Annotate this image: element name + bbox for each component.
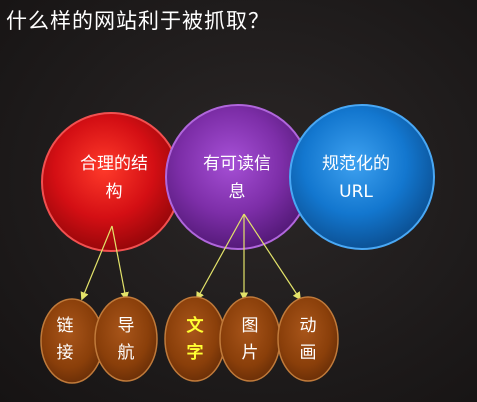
slide-title: 什么样的网站利于被抓取？ bbox=[6, 9, 270, 33]
label-link: 链接 bbox=[56, 316, 74, 363]
label-nav: 导航 bbox=[117, 316, 135, 363]
arrow-structure-nav bbox=[111, 225, 129, 301]
label-animation: 动画 bbox=[299, 316, 317, 363]
arrow-structure-link bbox=[80, 225, 113, 301]
label-image: 图片 bbox=[241, 316, 259, 363]
oval-animation bbox=[277, 296, 339, 382]
circle-url bbox=[289, 104, 435, 250]
label-url: 规范化的URL bbox=[322, 154, 390, 202]
label-readable: 有可读信息 bbox=[203, 154, 271, 202]
label-text: 文字 bbox=[186, 316, 204, 363]
label-structure: 合理的结构 bbox=[80, 154, 148, 202]
arrow-readable-text bbox=[196, 213, 245, 301]
arrow-readable-animation bbox=[243, 213, 301, 301]
oval-nav bbox=[94, 296, 158, 382]
